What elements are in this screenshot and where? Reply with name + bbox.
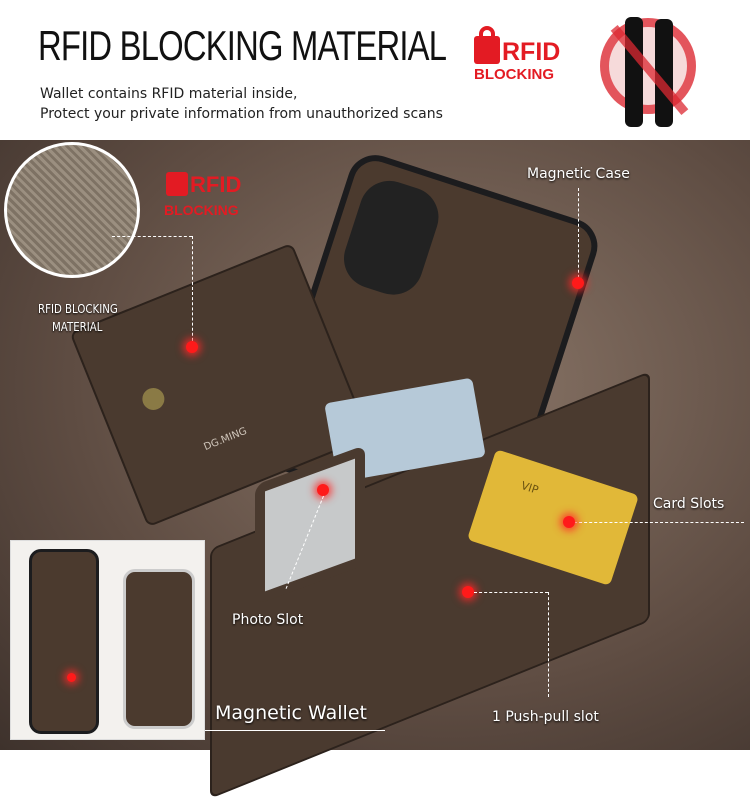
callout-line	[578, 188, 579, 283]
lock-icon	[166, 172, 188, 196]
product-photo: DG.MING DG.MING VIP RFID BLOCKING MATERI…	[0, 140, 750, 799]
callout-line	[192, 236, 193, 346]
hotspot-dot	[317, 484, 329, 496]
inset-phone-zip-wallet	[29, 549, 99, 734]
callout-magnetic-wallet: Magnetic Wallet	[215, 702, 367, 724]
callout-line	[474, 592, 548, 593]
subtitle-line-1: Wallet contains RFID material inside,	[40, 86, 298, 102]
camera-module	[336, 173, 447, 303]
callout-line	[574, 522, 744, 523]
divider	[205, 730, 385, 731]
callout-line	[548, 592, 549, 697]
hotspot-dot	[462, 586, 474, 598]
callout-push-pull-slot: 1 Push-pull slot	[492, 709, 599, 725]
hotspot-dot	[67, 673, 76, 682]
hotspot-dot	[563, 516, 575, 528]
inset-photos	[10, 540, 205, 740]
no-pickpocket-icon	[600, 17, 696, 127]
page-title: RFID BLOCKING MATERIAL	[38, 22, 447, 69]
inset-phone-back	[123, 569, 195, 729]
subtitle-line-2: Protect your private information from un…	[40, 106, 443, 122]
callout-photo-slot: Photo Slot	[232, 612, 304, 628]
callout-card-slots: Card Slots	[653, 496, 725, 512]
hotspot-dot	[186, 341, 198, 353]
rfid-texture-closeup	[4, 142, 140, 278]
callout-magnetic-case: Magnetic Case	[527, 166, 630, 182]
hotspot-dot	[572, 277, 584, 289]
header-banner: RFID BLOCKING MATERIAL Wallet contains R…	[0, 0, 750, 140]
callout-line	[112, 236, 192, 237]
